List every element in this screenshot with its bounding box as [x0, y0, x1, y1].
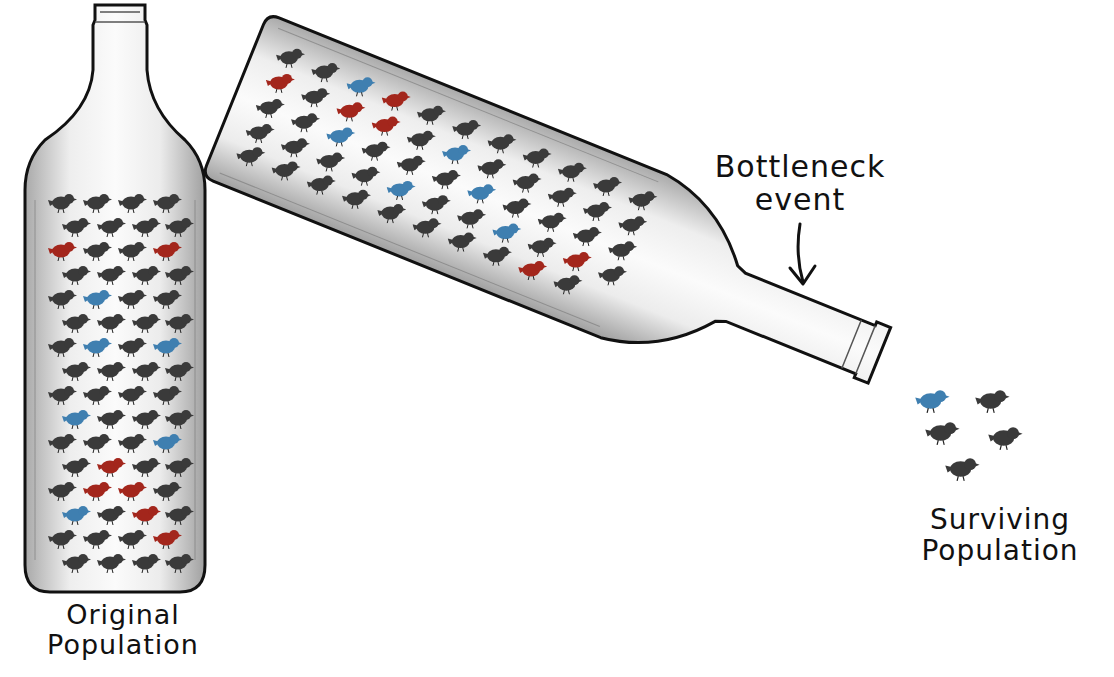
tilted-bottle	[202, 13, 912, 437]
leader-arrow	[790, 224, 815, 284]
tilted-birds	[230, 39, 664, 319]
surviving-birds	[915, 390, 1022, 480]
population-label: Surviving Population	[895, 505, 1105, 567]
original-birds	[48, 194, 194, 573]
event-label: Bottleneck event	[690, 150, 910, 216]
population-label: Original Population	[18, 600, 228, 659]
upright-bottle	[25, 5, 205, 592]
